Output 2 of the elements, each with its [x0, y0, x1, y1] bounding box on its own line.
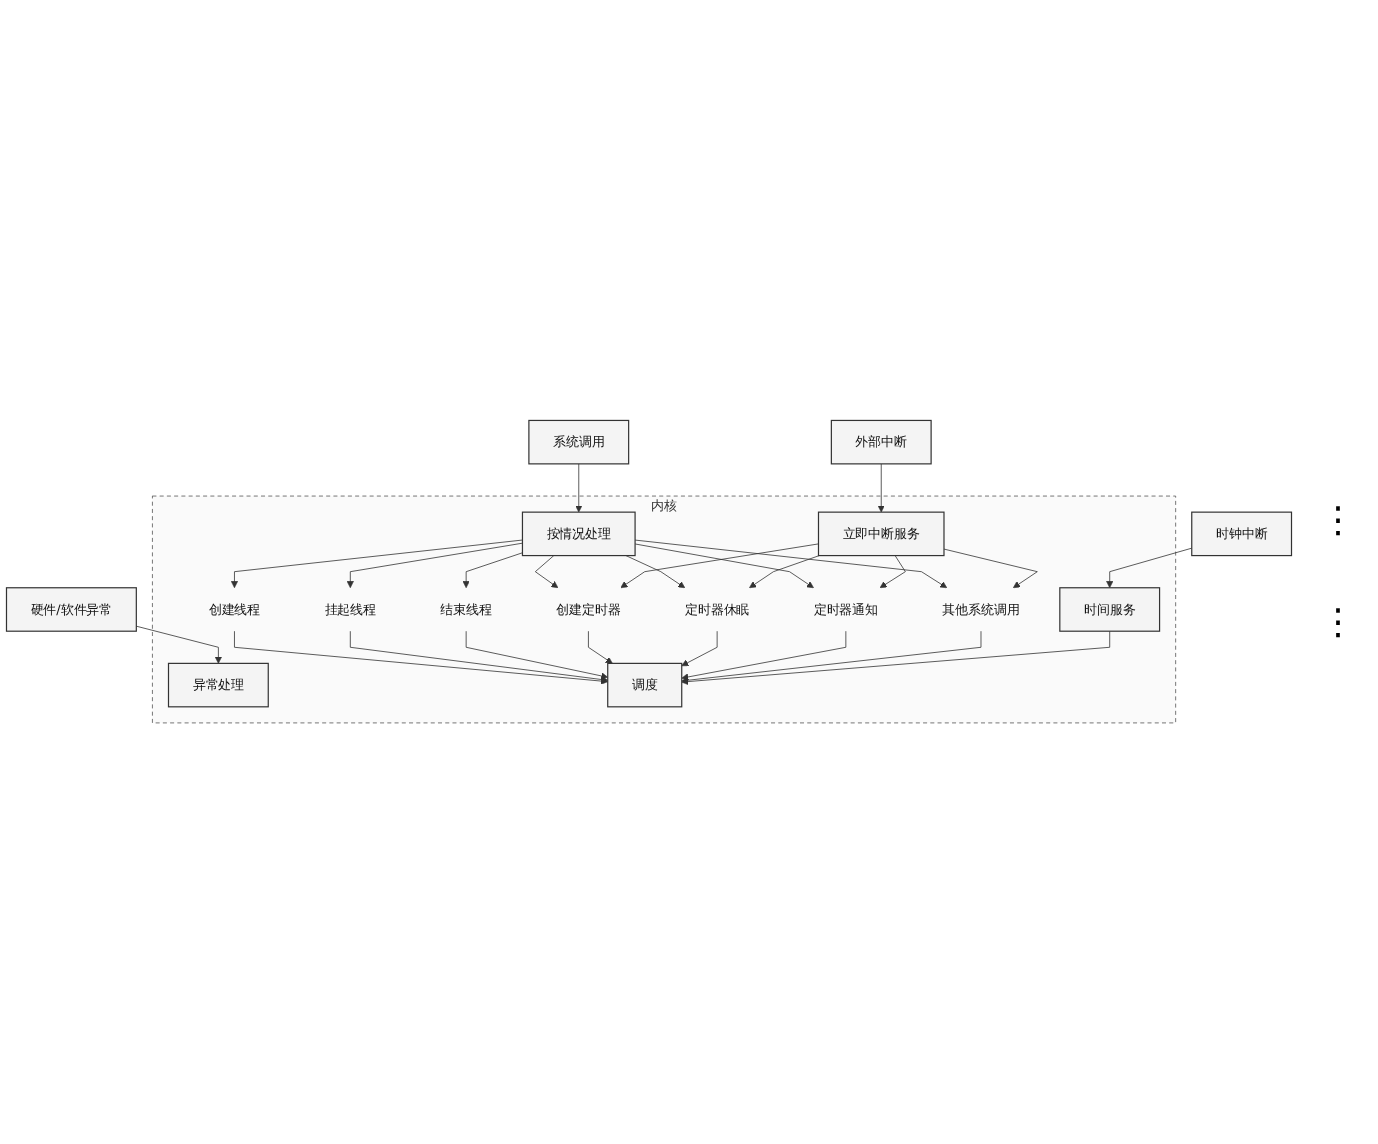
ellipsis-mark: ⋮: [1320, 500, 1356, 542]
ellipsis-mark: ⋮: [1320, 602, 1356, 644]
